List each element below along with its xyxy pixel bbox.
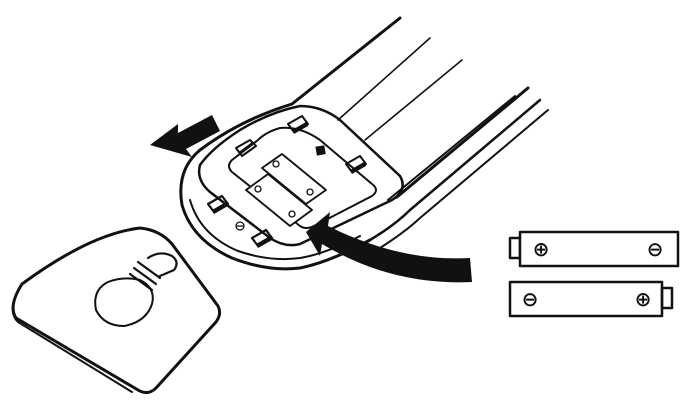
battery-1: ⊕ ⊖ [508, 230, 680, 268]
battery-cover [11, 226, 222, 395]
installed-battery-2 [261, 153, 327, 205]
compartment-square-mark [315, 145, 326, 156]
spring-contact-bottom-right [250, 228, 274, 248]
battery-2-left-terminal: ⊖ [522, 287, 539, 311]
spring-contact-bottom-left [206, 194, 230, 214]
curved-arrow-icon [306, 212, 472, 283]
cover-latch-slot-left [287, 115, 309, 134]
arrow-left-icon [150, 115, 220, 157]
cover-latch-slot-right [345, 155, 367, 174]
installed-battery-1 [245, 173, 313, 227]
battery-1-right-terminal: ⊖ [647, 237, 664, 261]
spring-contact-top [235, 139, 257, 157]
remote-control-body [179, 16, 549, 271]
compartment-minus-mark [235, 221, 245, 231]
battery-1-left-terminal: ⊕ [533, 237, 550, 261]
battery-2-right-terminal: ⊕ [635, 287, 652, 311]
battery-compartment [197, 104, 404, 248]
battery-2: ⊖ ⊕ [508, 280, 674, 318]
